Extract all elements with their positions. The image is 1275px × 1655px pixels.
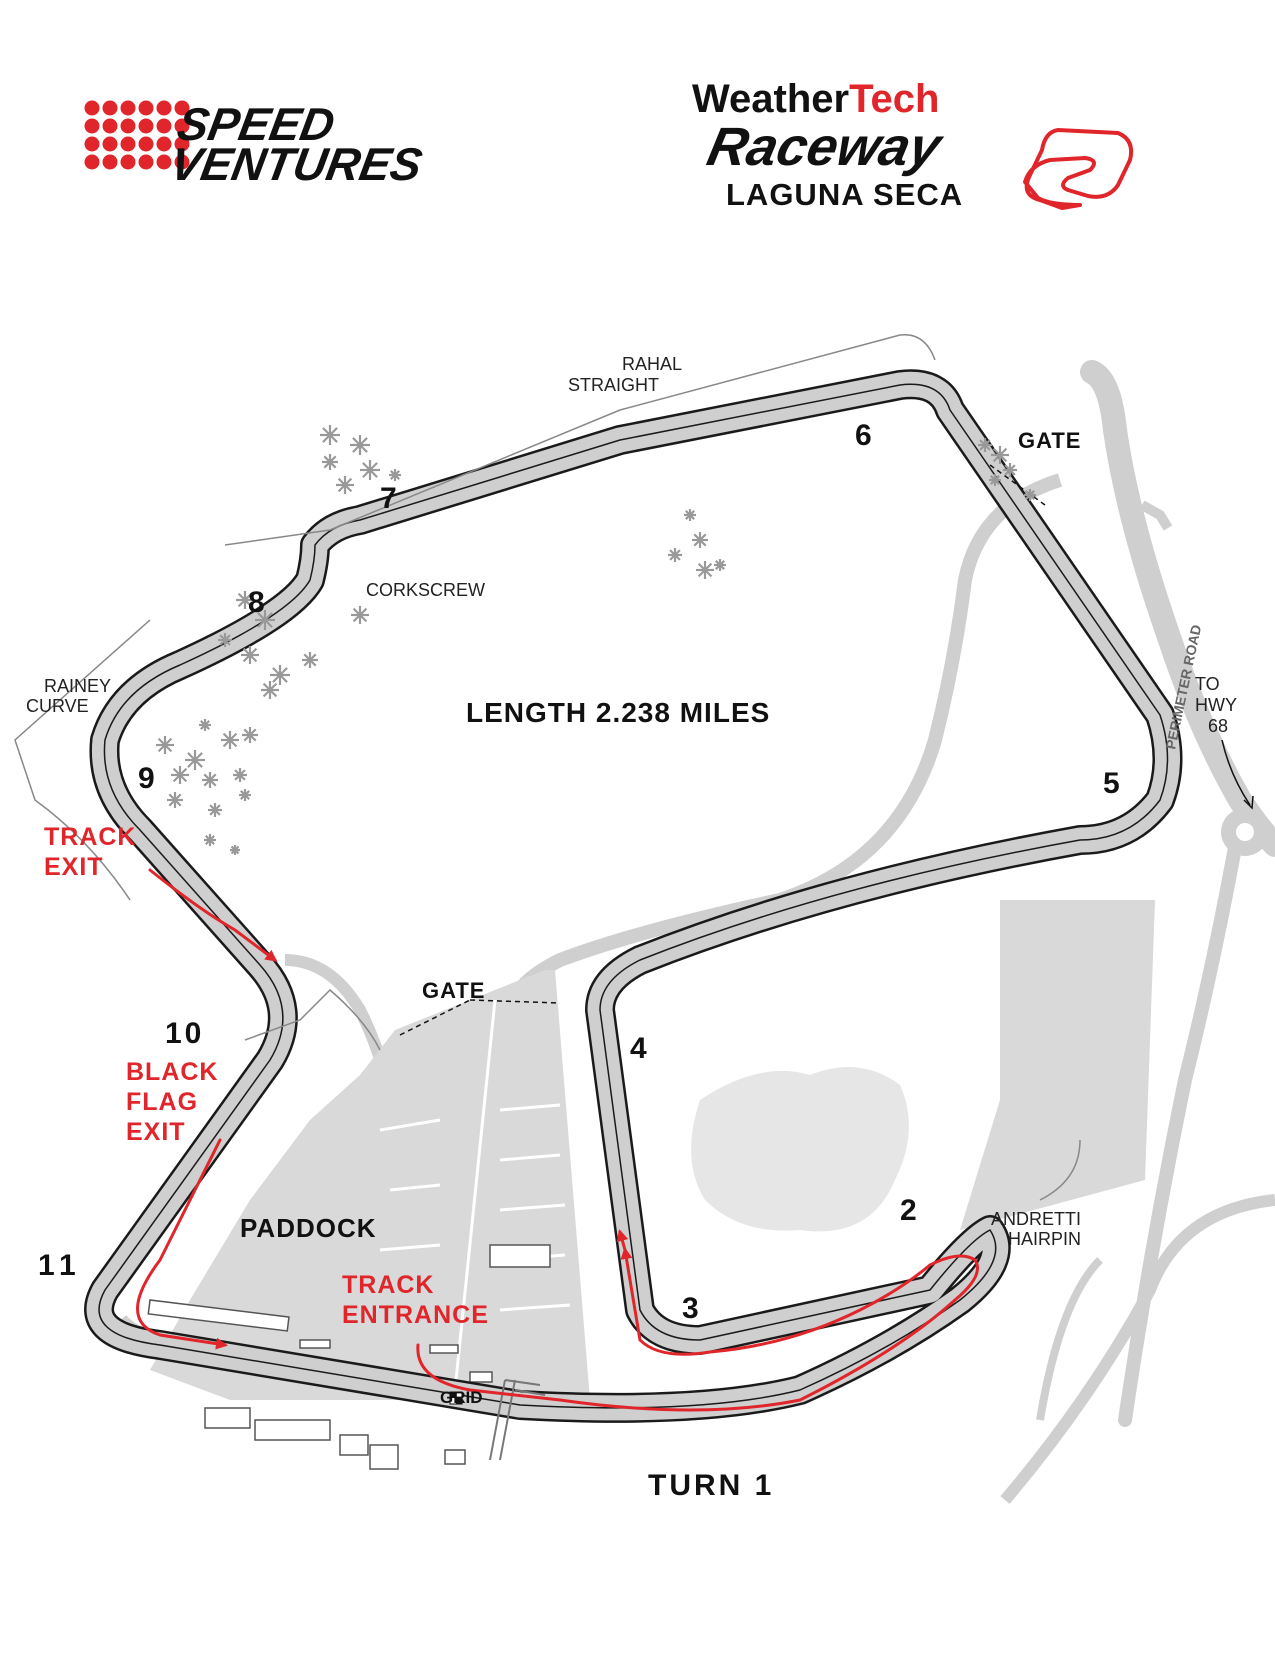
tree-icon bbox=[233, 768, 247, 782]
black-flag-exit-arrow bbox=[136, 1138, 228, 1350]
turn-7-label: 7 bbox=[380, 482, 397, 515]
turn-4-label: 4 bbox=[630, 1032, 647, 1065]
speed-ventures-logo: SPEED VENTURES bbox=[84, 98, 427, 190]
tree-icon bbox=[1003, 463, 1017, 477]
tree-icon bbox=[989, 474, 1001, 486]
logo-weather-text: Weather bbox=[692, 77, 849, 121]
tree-icon bbox=[239, 789, 251, 801]
rainey-label-1: RAINEY bbox=[44, 676, 111, 696]
tree-icon bbox=[230, 845, 240, 855]
tree-icon bbox=[255, 610, 275, 630]
tree-icon bbox=[236, 591, 254, 609]
tree-icon bbox=[202, 772, 218, 788]
hwy-label-1: TO bbox=[1195, 674, 1220, 694]
tree-icon bbox=[991, 446, 1009, 464]
logo-tech-text: Tech bbox=[849, 77, 939, 121]
track-exit-label-1: TRACK bbox=[44, 823, 137, 851]
hwy-label-2: HWY bbox=[1195, 695, 1237, 715]
pond-area bbox=[691, 1067, 909, 1232]
tree-icon bbox=[389, 469, 401, 481]
turn-9-label: 9 bbox=[138, 762, 155, 795]
turn-5-label: 5 bbox=[1103, 767, 1120, 800]
tree-icon bbox=[696, 561, 714, 579]
dot-grid-icon bbox=[84, 100, 190, 170]
tree-icon bbox=[684, 509, 696, 521]
parking-field bbox=[960, 900, 1155, 1230]
grid-label: GRID bbox=[440, 1388, 483, 1407]
logo-laguna-text: LAGUNA SECA bbox=[726, 177, 963, 212]
track-entrance-arrow bbox=[416, 1247, 979, 1412]
rainey-label-2: CURVE bbox=[26, 696, 89, 716]
runoff-lines bbox=[14, 333, 1081, 1201]
track-length-label: LENGTH 2.238 MILES bbox=[466, 697, 770, 728]
tree-icon bbox=[242, 727, 258, 743]
weathertech-logo: WeatherTech Raceway LAGUNA SECA bbox=[692, 77, 1134, 212]
turn-8-label: 8 bbox=[248, 586, 265, 619]
track-exit-label-2: EXIT bbox=[44, 853, 104, 881]
service-roads bbox=[284, 360, 1275, 1504]
hwy-label-3: 68 bbox=[1208, 716, 1228, 736]
logo-speed-text: SPEED bbox=[174, 98, 339, 150]
tree-icon bbox=[336, 476, 354, 494]
black-flag-label-3: EXIT bbox=[126, 1118, 186, 1146]
track-entrance-label-2: ENTRANCE bbox=[342, 1301, 489, 1329]
tree-icon bbox=[714, 559, 726, 571]
tree-icon bbox=[199, 719, 211, 731]
tree-icon bbox=[322, 454, 338, 470]
tree-icon bbox=[171, 766, 189, 784]
logo-ventures-text: VENTURES bbox=[167, 138, 427, 190]
tree-icon bbox=[360, 460, 380, 480]
tree-icon bbox=[270, 665, 290, 685]
logo-raceway-text: Raceway bbox=[702, 117, 949, 177]
tree-icon bbox=[978, 438, 992, 452]
tree-icon bbox=[204, 834, 216, 846]
start-finish-flag-icon bbox=[449, 1391, 463, 1405]
tree-icon bbox=[185, 750, 205, 770]
tree-icon bbox=[208, 803, 222, 817]
corkscrew-label: CORKSCREW bbox=[366, 580, 485, 600]
paddock-label: PADDOCK bbox=[240, 1213, 377, 1243]
tree-icon bbox=[320, 425, 340, 445]
turn-2-label: 2 bbox=[900, 1194, 917, 1227]
red-route-arrows bbox=[136, 868, 979, 1412]
track-exit-arrow bbox=[148, 868, 278, 962]
turn-11-label: 11 bbox=[38, 1249, 82, 1282]
turn-3-label: 3 bbox=[682, 1292, 699, 1325]
paddock-area bbox=[150, 970, 590, 1400]
trees bbox=[156, 425, 1036, 855]
tree-icon bbox=[261, 681, 279, 699]
logo-track-outline-icon bbox=[1023, 128, 1134, 210]
tree-icon bbox=[1024, 489, 1036, 501]
black-flag-label-1: BLACK bbox=[126, 1058, 219, 1086]
black-flag-label-2: FLAG bbox=[126, 1088, 198, 1116]
turn-10-label: 10 bbox=[165, 1017, 204, 1050]
tree-icon bbox=[218, 633, 232, 647]
race-track bbox=[84, 369, 1183, 1423]
turn-1-label: TURN 1 bbox=[648, 1469, 774, 1502]
tree-icon bbox=[167, 792, 183, 808]
tree-icon bbox=[156, 736, 174, 754]
track-entrance-label-1: TRACK bbox=[342, 1271, 435, 1299]
gate-lines bbox=[399, 464, 1046, 1036]
rahal-label-1: RAHAL bbox=[622, 354, 682, 374]
gate-ne-label: GATE bbox=[1018, 428, 1081, 453]
tree-icon bbox=[351, 606, 369, 624]
svg-text:WeatherTech: WeatherTech bbox=[692, 77, 939, 121]
tree-icon bbox=[350, 435, 370, 455]
tree-icon bbox=[241, 646, 259, 664]
hwy-arrow-icon bbox=[1221, 739, 1251, 806]
rahal-label-2: STRAIGHT bbox=[568, 375, 659, 395]
tree-icon bbox=[221, 731, 239, 749]
paddock-buildings bbox=[147, 1244, 551, 1470]
andretti-label-1: ANDRETTI bbox=[991, 1209, 1081, 1229]
tree-icon bbox=[668, 548, 682, 562]
andretti-label-2: HAIRPIN bbox=[1008, 1229, 1081, 1249]
tree-icon bbox=[302, 652, 318, 668]
gate-mid-label: GATE bbox=[422, 978, 485, 1003]
tree-icon bbox=[692, 532, 708, 548]
paddock-stalls bbox=[379, 999, 571, 1391]
turn-6-label: 6 bbox=[855, 419, 872, 452]
